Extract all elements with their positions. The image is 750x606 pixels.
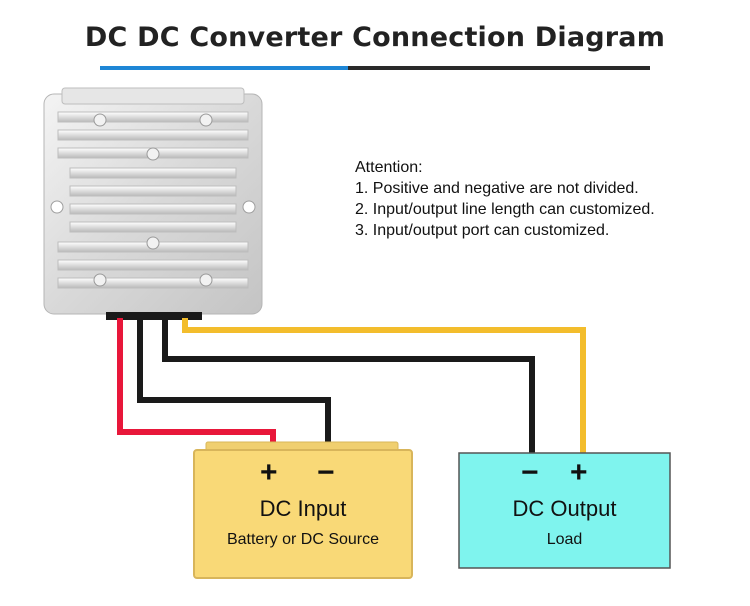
wire-red-input-positive	[117, 318, 276, 447]
dc-input-box	[193, 441, 413, 579]
output-negative-symbol: −	[521, 456, 539, 489]
output-box-subtitle: Load	[546, 531, 583, 548]
converter-module	[43, 87, 263, 320]
attention-notes: Attention: 1. Positive and negative are …	[355, 157, 655, 241]
attention-heading: Attention:	[355, 159, 423, 176]
input-positive-symbol: +	[260, 456, 278, 489]
wire-black-output-negative	[162, 318, 535, 455]
wire-black-input-negative	[137, 318, 331, 447]
title-underline-accent	[100, 66, 348, 70]
input-box-subtitle: Battery or DC Source	[226, 531, 380, 548]
title-underline	[348, 66, 650, 70]
attention-item: 1. Positive and negative are not divided…	[355, 180, 639, 197]
output-positive-symbol: +	[570, 456, 588, 489]
dc-output-box	[458, 452, 671, 569]
input-box-title: DC Input	[259, 496, 347, 521]
input-negative-symbol: −	[317, 456, 335, 489]
wire-yellow-output-positive	[182, 318, 586, 455]
attention-item: 3. Input/output port can customized.	[355, 222, 610, 239]
page-title: DC DC Converter Connection Diagram	[84, 22, 666, 53]
cable-grommet	[106, 312, 202, 320]
attention-item: 2. Input/output line length can customiz…	[355, 201, 655, 218]
output-box-title: DC Output	[512, 496, 617, 521]
